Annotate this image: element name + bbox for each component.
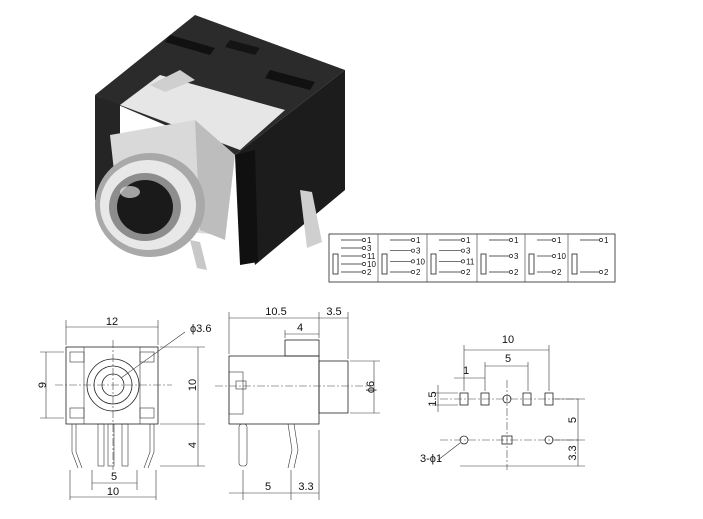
schematic-pin-label: 11: [367, 252, 376, 261]
schematic-pin-label: 3: [514, 252, 519, 261]
schematic-pin-label: 2: [466, 268, 471, 277]
schematic-pin: [552, 270, 556, 274]
schematic-pin: [552, 238, 556, 242]
dim-pin-offset: 5: [265, 481, 271, 493]
schematic-pin-label: 10: [557, 252, 566, 261]
schematic-pin: [411, 248, 415, 253]
schematic-pin: [411, 259, 415, 264]
schematic-pin-label: 11: [466, 257, 475, 266]
dim-pad-height: 1.5: [427, 391, 439, 406]
dim-diameter: ϕ3.6: [190, 323, 211, 335]
schematic-pin: [509, 254, 513, 258]
schematic-pin-label: 2: [367, 268, 372, 277]
dim-pcb-overall: 10: [502, 334, 514, 346]
schematic-pin-label: 2: [416, 268, 421, 277]
schematic-pin-label: 3: [416, 247, 421, 256]
dim-pcb-pitch: 5: [505, 353, 511, 365]
schematic-pin-label: 1: [557, 236, 562, 245]
dim-height-right: 10: [187, 379, 199, 391]
schematic-pin: [599, 238, 603, 242]
dim-pcb-small-pitch: 1: [463, 365, 469, 377]
dim-hole-label: 3-ϕ1: [420, 453, 442, 465]
schematic-pin: [461, 259, 465, 264]
dim-width-top: 12: [106, 316, 118, 328]
schematic-pin-label: 10: [416, 257, 425, 266]
schematic-pin: [509, 238, 513, 242]
schematic-body: [381, 253, 388, 275]
schematic-pin: [461, 248, 465, 253]
schematic-pin-label: 3: [466, 247, 471, 256]
schematic-pin: [362, 270, 366, 274]
dim-plug-width: 4: [297, 322, 303, 334]
product-photo: [95, 15, 345, 270]
dim-bottom-offset: 3.3: [567, 445, 579, 460]
schematic-pin-label: 1: [604, 236, 609, 245]
dim-row-spacing: 5: [567, 417, 579, 423]
pcb-layout: [432, 345, 585, 470]
schematic-pin: [362, 238, 366, 242]
schematic-body: [571, 253, 578, 275]
schematic-pin: [411, 238, 415, 242]
schematic-pin-label: 10: [367, 260, 376, 269]
dim-pin-gap: 3.3: [298, 481, 313, 493]
dim-height-left: 9: [37, 382, 49, 388]
schematic-pin-label: 2: [514, 268, 519, 277]
schematic-pin: [362, 246, 366, 250]
front-view: [40, 320, 205, 500]
schematic-pin: [552, 254, 556, 258]
schematic-body: [528, 253, 535, 275]
schematic-pin-label: 1: [416, 236, 421, 245]
schematic-pin: [411, 270, 415, 274]
dim-length-top: 10.5: [265, 306, 286, 318]
schematic-pin: [461, 270, 465, 274]
side-view: [215, 312, 380, 500]
schematic-pin-label: 1: [466, 236, 471, 245]
schematic-pin-label: 3: [367, 244, 372, 253]
dim-width-bottom: 10: [107, 486, 119, 498]
schematic-strip: [328, 233, 616, 283]
dim-pin-spacing: 5: [111, 471, 117, 483]
schematic-pin: [599, 270, 603, 274]
dim-offset-top: 3.5: [326, 306, 341, 318]
schematic-body: [332, 253, 339, 275]
schematic-body: [430, 253, 437, 275]
dim-pin-length: 4: [187, 442, 199, 448]
schematic-pin-label: 1: [514, 236, 519, 245]
schematic-body: [480, 253, 487, 275]
schematic-pin: [509, 270, 513, 274]
dim-jack-diameter: ϕ6: [365, 381, 377, 393]
schematic-pin-label: 2: [604, 268, 609, 277]
schematic-pin: [461, 238, 465, 242]
schematic-pin-label: 2: [557, 268, 562, 277]
schematic-pin: [362, 254, 366, 258]
schematic-pin-label: 1: [367, 236, 372, 245]
schematic-pin: [362, 262, 366, 266]
